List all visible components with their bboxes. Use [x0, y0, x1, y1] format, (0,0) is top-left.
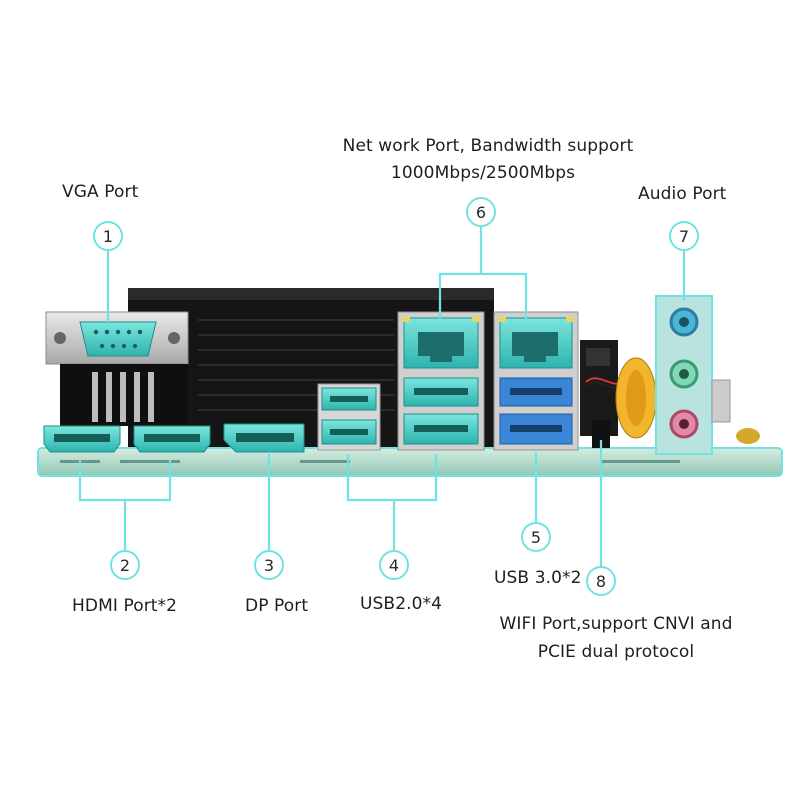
- wifi-port-label-line1: WIFI Port,support CNVI and: [499, 614, 733, 634]
- callout-marker-7: 7: [669, 221, 699, 251]
- usb2-port-label: USB2.0*4: [360, 594, 443, 614]
- vga-connector: [45, 311, 189, 426]
- wifi-port-label-line2: PCIE dual protocol: [537, 642, 695, 662]
- audio-port-label: Audio Port: [638, 184, 727, 204]
- network-port-label-line1: Net work Port, Bandwidth support: [342, 136, 634, 156]
- callout-marker-5: 5: [521, 522, 551, 552]
- callout-marker-2: 2: [110, 550, 140, 580]
- hdmi-port-label: HDMI Port*2: [72, 596, 178, 616]
- network-port-label-line2: 1000Mbps/2500Mbps: [390, 163, 576, 183]
- hdmi-connectors: [43, 425, 211, 453]
- callout-marker-8: 8: [586, 566, 616, 596]
- usb3-port-label: USB 3.0*2: [494, 568, 582, 588]
- callout-lines: [78, 227, 686, 566]
- lan-usb2-stack: [397, 311, 485, 451]
- lan-usb3-stack: [493, 311, 579, 451]
- callout-marker-1: 1: [93, 221, 123, 251]
- wifi-module-area: [580, 340, 657, 448]
- audio-jacks: [655, 295, 760, 455]
- callout-marker-6: 6: [466, 197, 496, 227]
- callout-marker-4: 4: [379, 550, 409, 580]
- callout-marker-3: 3: [254, 550, 284, 580]
- vga-port-label: VGA Port: [62, 182, 139, 202]
- dp-port-label: DP Port: [245, 596, 309, 616]
- usb2-stack-left: [317, 383, 381, 451]
- dp-connector: [223, 423, 305, 453]
